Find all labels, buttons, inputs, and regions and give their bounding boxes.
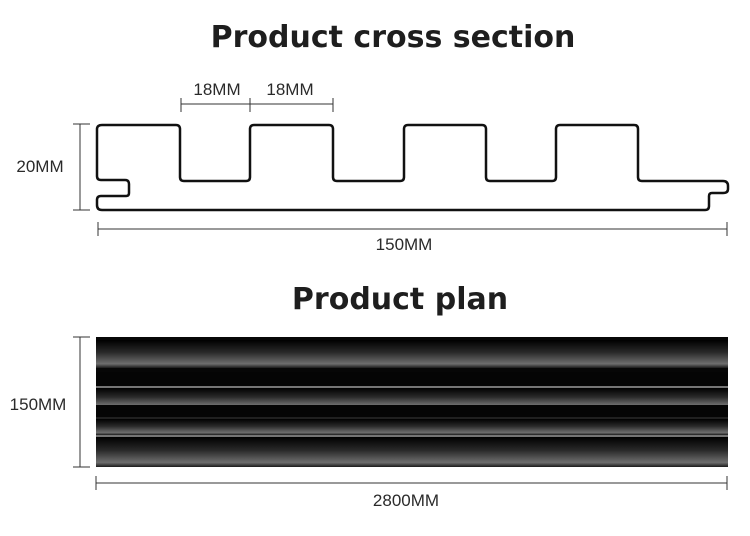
rib-dimension xyxy=(250,98,334,112)
cross-section-width-dimension xyxy=(97,222,728,236)
panel-profile-outline xyxy=(95,123,730,212)
plan-groove-2 xyxy=(96,405,728,419)
rib-width-label: 18MM xyxy=(266,80,313,99)
plan-length-dimension xyxy=(95,476,728,490)
cross-section-height-label: 20MM xyxy=(16,157,63,176)
plan-length-label: 2800MM xyxy=(373,491,439,510)
plan-width-dimension xyxy=(73,336,90,468)
panel-plan-view xyxy=(96,337,728,467)
plan-width-label: 150MM xyxy=(10,395,67,414)
plan-rib-3 xyxy=(96,419,728,435)
plan-groove-1 xyxy=(96,372,728,386)
plan-title: Product plan xyxy=(292,282,508,317)
groove-dimension xyxy=(180,98,251,112)
cross-section-title: Product cross section xyxy=(211,20,576,55)
groove-width-label: 18MM xyxy=(193,80,240,99)
plan-rib-4 xyxy=(96,437,728,467)
plan-rib-2 xyxy=(96,388,728,408)
plan-rib-1 xyxy=(96,340,728,368)
cross-section-width-label: 150MM xyxy=(376,235,433,254)
cross-section-height-dimension xyxy=(73,123,90,211)
